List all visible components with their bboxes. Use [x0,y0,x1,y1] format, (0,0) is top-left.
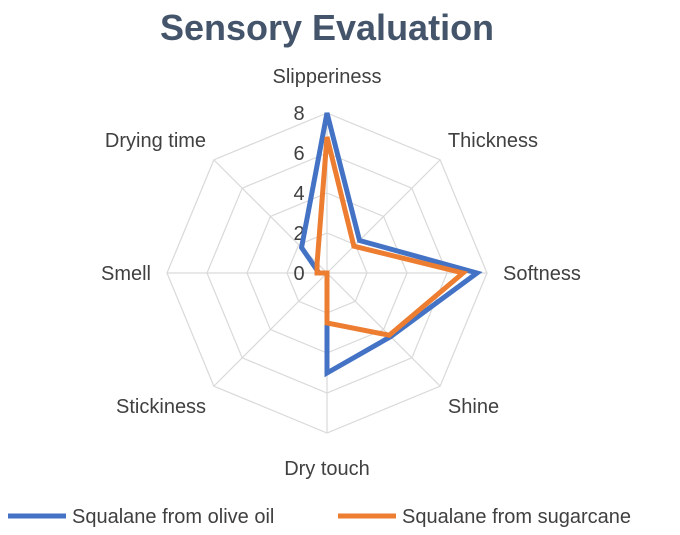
axis-label-softness: Softness [503,263,581,285]
axis-label-thickness: Thickness [448,130,538,152]
axis-label-smell: Smell [101,263,151,285]
legend-label-sugarcane: Squalane from sugarcane [402,506,631,528]
spoke-shine [326,272,441,387]
legend: Squalane from olive oil Squalane from su… [8,506,631,528]
tick-layer: 0 2 4 6 8 [293,103,304,285]
spoke-stickiness [213,272,328,387]
series-squalane-from-sugarcane [314,136,469,338]
tick-label-3: 6 [293,143,304,165]
axis-label-dry-touch: Dry touch [284,458,370,480]
tick-label-1: 2 [293,223,304,245]
axis-label-slipperiness: Slipperiness [273,66,382,88]
chart-title: Sensory Evaluation [160,7,494,48]
tick-label-4: 8 [293,103,304,125]
spoke-thickness [326,159,441,274]
series-layer [298,112,483,378]
series-squalane-from-olive-oil [298,112,483,378]
tick-label-2: 4 [293,183,304,205]
legend-label-olive-oil: Squalane from olive oil [72,506,274,528]
axis-label-stickiness: Stickiness [116,396,206,418]
axis-label-shine: Shine [448,396,499,418]
axis-label-drying-time: Drying time [105,130,206,152]
tick-label-0: 0 [293,263,304,285]
